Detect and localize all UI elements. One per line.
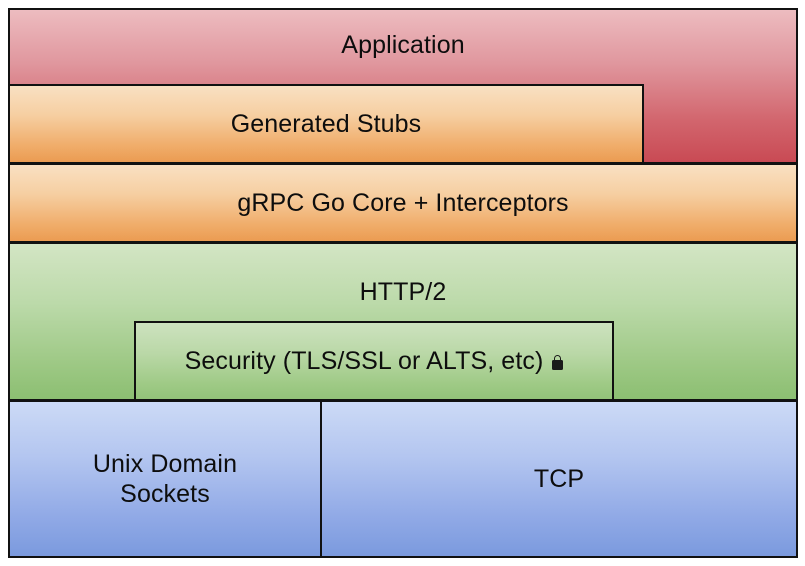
layer-security-label-group: Security (TLS/SSL or ALTS, etc) — [185, 346, 564, 377]
layer-generated-stubs: Generated Stubs — [8, 84, 644, 164]
layer-grpc-core: gRPC Go Core + Interceptors — [8, 163, 798, 243]
layer-security: Security (TLS/SSL or ALTS, etc) — [134, 321, 614, 401]
layer-unix-domain-sockets: Unix Domain Sockets — [8, 400, 322, 558]
layer-tcp: TCP — [320, 400, 798, 558]
layer-unix-domain-sockets-label: Unix Domain Sockets — [92, 449, 238, 509]
layer-http2-label: HTTP/2 — [359, 278, 447, 306]
lock-icon — [552, 354, 564, 370]
layer-generated-stubs-label: Generated Stubs — [230, 109, 422, 138]
layer-tcp-label: TCP — [533, 464, 585, 493]
layer-grpc-core-label: gRPC Go Core + Interceptors — [237, 188, 569, 217]
layer-application-label: Application — [341, 31, 465, 59]
layer-security-label: Security (TLS/SSL or ALTS, etc) — [184, 346, 544, 375]
